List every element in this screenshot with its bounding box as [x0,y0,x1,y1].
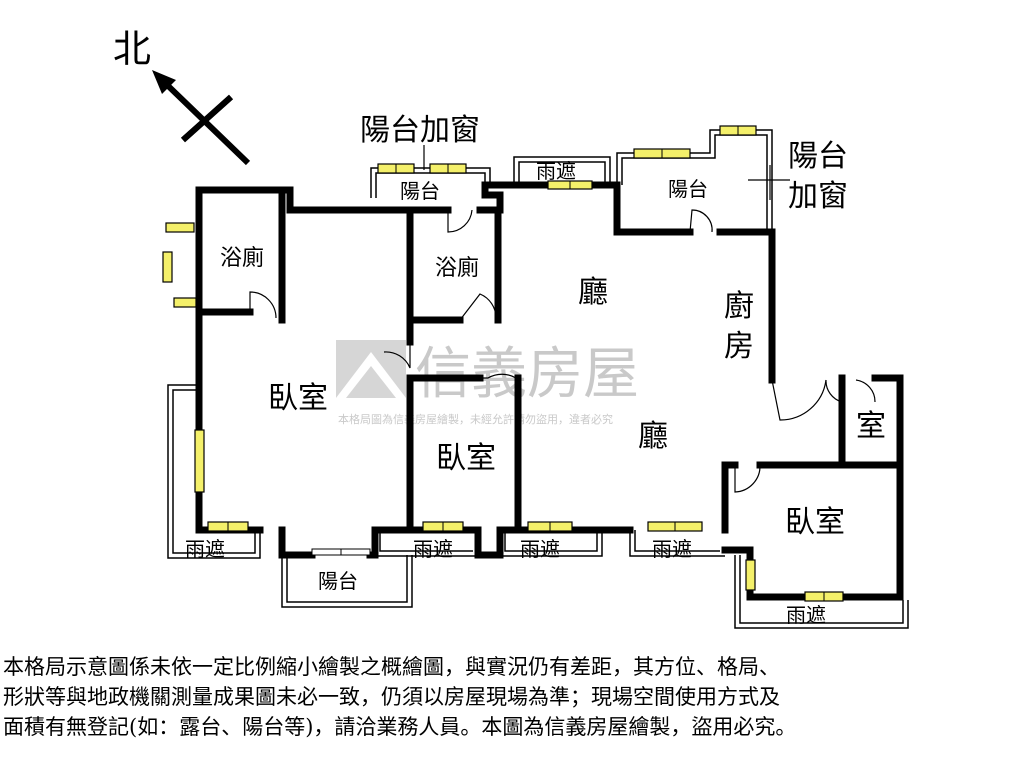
room-label-bath-mid: 浴廁 [435,256,479,281]
canopy-label-top: 雨遮 [536,159,576,183]
balcony-outlines [167,129,909,629]
annotation-enclosed-mid: 陽台加窗 [360,113,480,148]
disclaimer-text: 本格局示意圖係未依一定比例縮小繪製之概繪圖，與實況仍有差距，其方位、格局、 形狀… [3,652,1023,742]
annotation-leaders [423,145,790,200]
north-label: 北 [113,27,151,71]
canopy-label-left: 雨遮 [185,537,225,561]
watermark-notice: 本格局圖為信義房屋繪製，未經允許請勿盜用，違者必究 [338,412,613,426]
room-label-bath-left: 浴廁 [220,246,264,271]
canopy-label-mid1: 雨遮 [413,537,453,561]
canopy-label-mid3: 雨遮 [652,537,692,561]
disclaimer-line-2: 形狀等與地政機關測量成果圖未必一致，仍須以房屋現場為準；現場空間使用方式及 [3,685,780,709]
balcony-label-top-mid: 陽台 [400,179,440,203]
room-label-bedroom-right: 臥室 [785,505,845,540]
room-label-living-bottom: 廳 [638,419,668,454]
sliding-door [311,548,371,556]
canopy-label-mid2: 雨遮 [520,537,560,561]
balcony-label-top-right: 陽台 [668,177,708,201]
floor-plan: 信義房屋 本格局圖為信義房屋繪製，未經允許請勿盜用，違者必究 北 [113,27,909,629]
room-label-bedroom-mid: 臥室 [436,441,496,476]
north-arrow-icon [152,70,251,166]
room-label-kitchen-1: 廚 [724,289,754,324]
annotation-enclosed-right-1: 陽台 [788,139,848,174]
brand-logo-icon [336,340,406,398]
window-dividers [227,126,825,601]
room-label-small-room: 室 [856,409,886,444]
disclaimer-line-1: 本格局示意圖係未依一定比例縮小繪製之概繪圖，與實況仍有差距，其方位、格局、 [3,655,780,679]
canopy-label-right: 雨遮 [786,603,826,627]
room-label-living-top: 廳 [578,275,608,310]
doors [249,209,876,493]
room-label-bedroom-left: 臥室 [268,381,328,416]
balcony-label-bottom: 陽台 [318,569,358,593]
annotation-enclosed-right-2: 加窗 [788,179,848,214]
disclaimer-line-3: 面積有無登記(如：露台、陽台等)，請洽業務人員。本圖為信義房屋繪製，盜用必究。 [3,715,797,739]
watermark: 信義房屋 本格局圖為信義房屋繪製，未經允許請勿盜用，違者必究 [336,340,639,426]
room-label-kitchen-2: 房 [724,329,754,364]
